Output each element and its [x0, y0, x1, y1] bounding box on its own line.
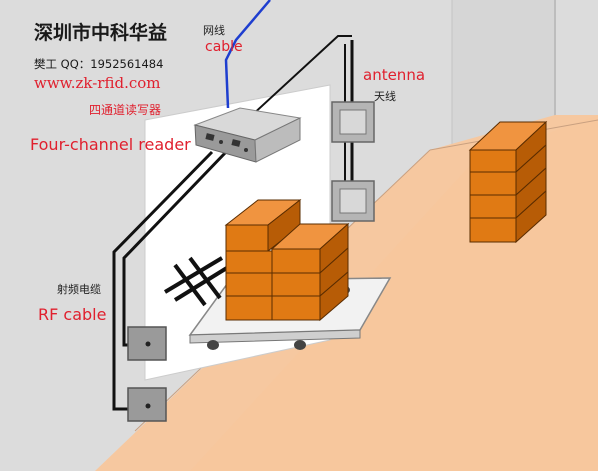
network-cable-line: [224, 0, 271, 109]
floor-box-stack: [468, 120, 548, 244]
antenna-side-upper: [127, 326, 167, 361]
company-name: 深圳市中科华益: [34, 22, 168, 44]
antenna-label-en: antenna: [363, 66, 426, 84]
website-link[interactable]: www.zk-rfid.com: [34, 74, 161, 92]
cart-box-stack: [224, 198, 350, 322]
reader-label-cn: 四通道读写器: [89, 103, 162, 117]
antenna-side-lower: [127, 387, 167, 422]
four-channel-reader-device: [193, 107, 302, 163]
reader-label-en: Four-channel reader: [30, 135, 191, 154]
network-cable-label-cn: 网线: [203, 24, 225, 37]
antenna-label-cn: 天线: [374, 90, 396, 103]
antenna-lower: [331, 180, 375, 222]
rf-cable-label-cn: 射频电缆: [57, 283, 101, 296]
rf-cable-label-en: RF cable: [38, 305, 107, 324]
network-cable-label-en: cable: [205, 39, 243, 55]
antenna-upper: [331, 101, 375, 143]
contact-qq: 樊工 QQ：1952561484: [34, 57, 164, 71]
